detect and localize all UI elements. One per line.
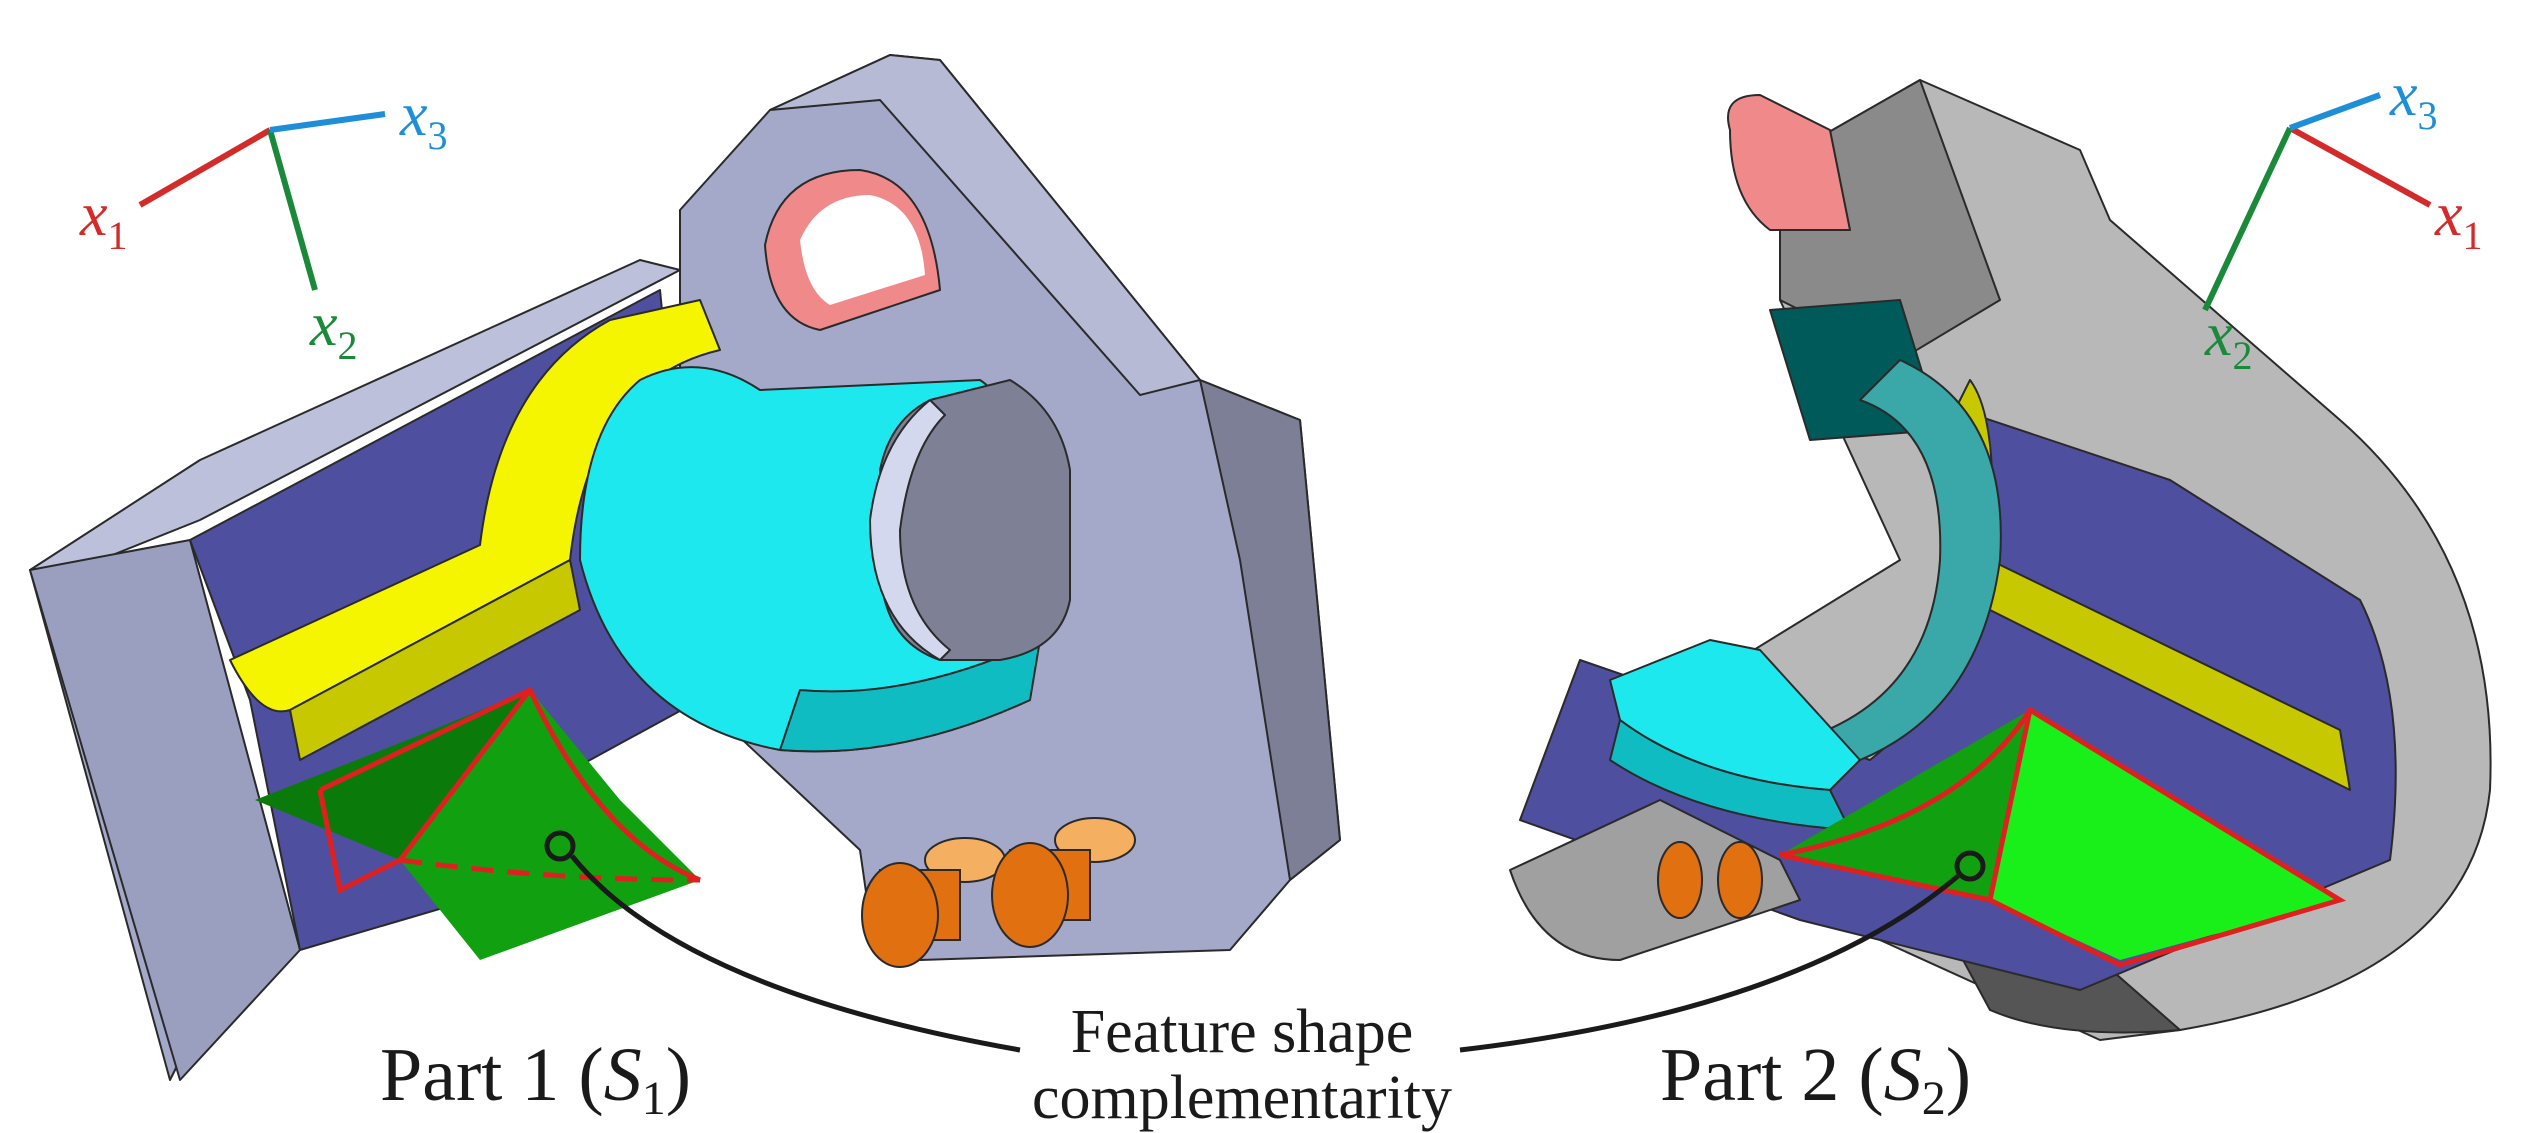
part2-green-feature bbox=[1990, 710, 2340, 960]
center-label-line1: Feature shape bbox=[1071, 998, 1414, 1066]
part1-feature-marker bbox=[544, 830, 576, 862]
part2-hole-1 bbox=[1657, 841, 1703, 919]
part1-x3-axis bbox=[269, 111, 386, 133]
part2-x2-axis bbox=[2202, 126, 2293, 312]
part1-axes: x1 x2 x3 bbox=[79, 81, 448, 368]
part2-hole-2 bbox=[1717, 841, 1763, 919]
part1-model bbox=[29, 54, 1341, 1081]
part2-green-outline bbox=[1779, 706, 2347, 968]
part1-yellow-channel-shade bbox=[289, 559, 581, 761]
part1-cylinder-rim bbox=[869, 399, 951, 661]
part1-cyan-boss-shade bbox=[779, 639, 1041, 753]
part1-plate-top-face bbox=[769, 54, 1201, 396]
part2-tab bbox=[1509, 799, 1801, 961]
part1-x2-axis bbox=[267, 129, 318, 291]
part2-x2-label: x2 bbox=[2204, 301, 2253, 378]
pin-end-1 bbox=[861, 862, 939, 968]
part1-plate-right-side bbox=[1199, 379, 1341, 881]
center-label-line2: complementarity bbox=[1032, 1064, 1452, 1132]
part2-x1-axis bbox=[2288, 125, 2432, 208]
part1-x1-label: x1 bbox=[79, 181, 128, 258]
part2-label: Part 2 (S2) bbox=[1660, 1033, 1971, 1125]
part2-model bbox=[1509, 79, 2492, 1041]
part2-feature-marker bbox=[1954, 850, 1986, 882]
part2-x3-label: x3 bbox=[2389, 61, 2438, 138]
part1-x1-axis bbox=[138, 127, 272, 208]
part1-cylinder-face bbox=[879, 379, 1071, 661]
connector-right bbox=[1459, 874, 1960, 1053]
part2-x3-axis bbox=[2288, 92, 2382, 131]
part1-orange-pins bbox=[861, 817, 1136, 968]
part1-label: Part 1 (S1) bbox=[380, 1033, 691, 1125]
part1-x3-label: x3 bbox=[399, 81, 448, 158]
part2-x1-label: x1 bbox=[2434, 181, 2483, 258]
part1-pink-hole-inner bbox=[800, 195, 925, 305]
part1-green-feature bbox=[400, 690, 700, 960]
pin-end-2 bbox=[991, 842, 1069, 948]
part2-axes: x1 x2 x3 bbox=[2202, 61, 2483, 378]
part1-x2-label: x2 bbox=[309, 291, 358, 368]
connector-left bbox=[570, 854, 1021, 1053]
part2-pink-cylinder bbox=[1727, 94, 1851, 231]
part1-green-dashed bbox=[317, 789, 701, 891]
